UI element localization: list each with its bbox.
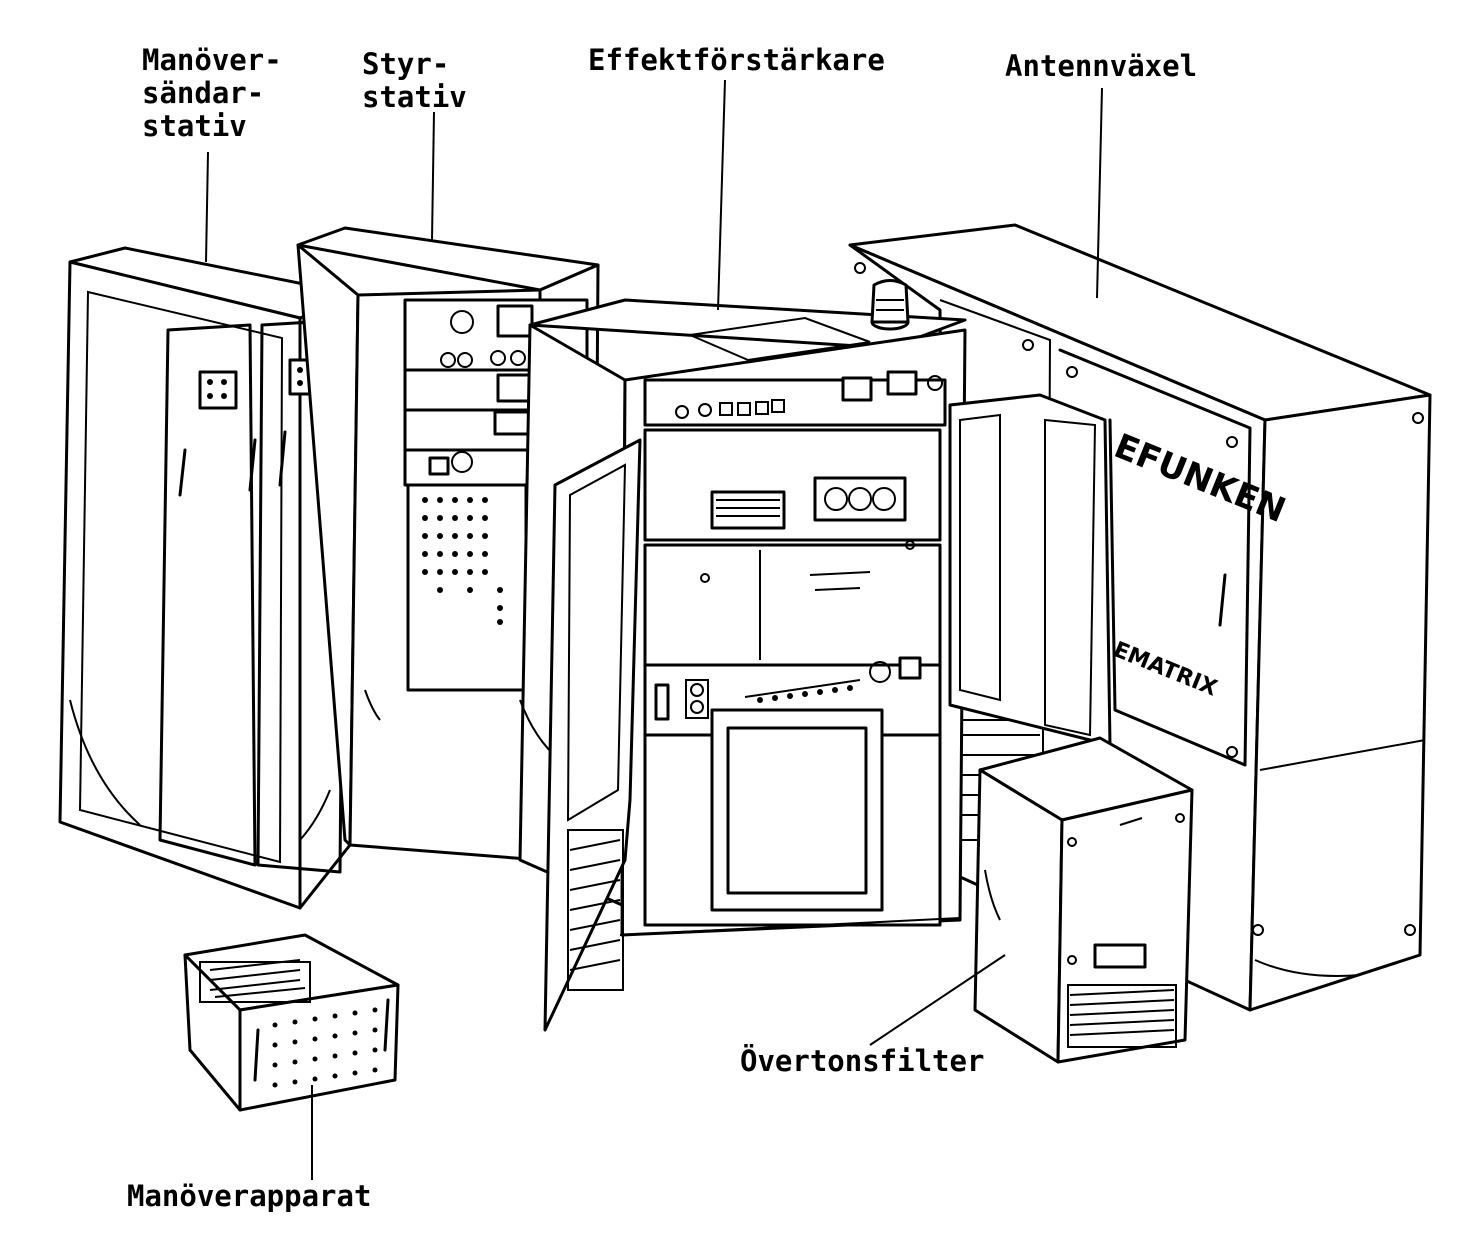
- label-overtonsfilter: Övertonsfilter: [740, 1045, 984, 1078]
- label-line: Manöverapparat: [127, 1179, 372, 1213]
- label-manover-sandar-stativ: Manöver- sändar- stativ: [142, 44, 282, 143]
- effektforstarkare-cabinet: [518, 279, 1112, 1032]
- label-line: Antennväxel: [1005, 49, 1198, 83]
- leader-lines: [205, 79, 1103, 1180]
- manoverapparat-unit: [183, 933, 400, 1112]
- overtonsfilter-cabinet: [973, 736, 1194, 1064]
- label-styr-stativ: Styr- stativ: [362, 48, 467, 114]
- leader-effekt: [717, 79, 726, 311]
- label-line: Manöver-: [142, 43, 282, 77]
- leader-manover-sandar: [205, 151, 209, 263]
- label-antennvaxel: Antennväxel: [1005, 50, 1197, 83]
- label-effektforstarkare: Effektförstärkare: [588, 44, 885, 77]
- label-line: sändar-: [142, 76, 265, 110]
- leader-styr: [431, 111, 435, 241]
- label-line: stativ: [142, 109, 247, 143]
- label-manoverapparat: Manöverapparat: [127, 1180, 371, 1213]
- styr-stativ-jack-field: [422, 497, 503, 625]
- label-line: stativ: [362, 80, 467, 114]
- label-line: Effektförstärkare: [588, 43, 885, 77]
- leader-antenn: [1096, 87, 1103, 299]
- leader-overton: [869, 954, 1006, 1046]
- label-line: Styr-: [362, 47, 450, 81]
- label-line: Övertonsfilter: [740, 1044, 985, 1078]
